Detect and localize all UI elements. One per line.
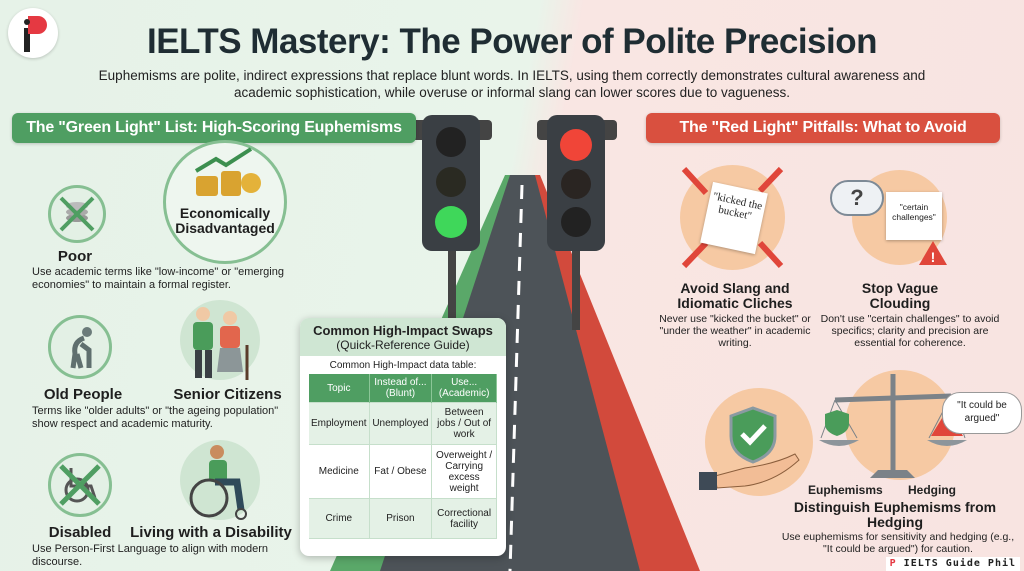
blunt-term-0: Poor: [57, 248, 93, 265]
green-traffic-light-icon: [412, 115, 492, 251]
table-cell: Medicine: [309, 444, 370, 499]
table-row: Crime Prison Correctional facility: [309, 498, 497, 539]
table-cell: Employment: [309, 402, 370, 445]
red-title-2: Distinguish Euphemisms from Hedging: [793, 499, 997, 530]
polite-term-2: Living with a Disability: [130, 524, 292, 541]
page-subtitle: Euphemisms are polite, indirect expressi…: [98, 68, 926, 100]
red-road-edge: [520, 175, 700, 571]
scale-label-euphemisms: Euphemisms: [808, 483, 883, 497]
page-title: IELTS Mastery: The Power of Polite Preci…: [146, 22, 878, 61]
vague-note: "certain challenges": [886, 192, 942, 240]
table-cell: Fat / Obese: [369, 444, 433, 499]
red-title-0: Avoid Slang and Idiomatic Cliches: [677, 280, 793, 311]
senior-citizens-illustration: [180, 300, 260, 380]
table-row: Employment Unemployed Between jobs / Out…: [309, 402, 497, 445]
green-light-pole: [448, 250, 456, 330]
crossed-slang-note-icon: "kicked the bucket": [680, 165, 785, 270]
swaps-table: Topic Instead of... (Blunt) Use... (Acad…: [309, 374, 497, 539]
table-cell: Crime: [309, 498, 370, 539]
blunt-term-1: Old People: [43, 386, 123, 403]
green-desc-0: Use academic terms like "low-income" or …: [32, 266, 284, 291]
column-header: Instead of... (Blunt): [369, 374, 433, 403]
red-light-banner: The "Red Light" Pitfalls: What to Avoid: [646, 113, 1000, 143]
watermark-logo-icon: P: [889, 558, 897, 569]
table-caption: Common High-Impact data table:: [329, 360, 477, 371]
warning-icon: !: [919, 241, 947, 265]
table-title: Common High-Impact Swaps: [313, 323, 493, 338]
hedging-speech-bubble: "It could be argued": [942, 392, 1022, 434]
red-light-pole: [572, 250, 580, 330]
column-header: Topic: [309, 374, 370, 403]
table-cell: Correctional facility: [431, 498, 497, 539]
balance-scale-icon: [819, 370, 967, 480]
red-desc-0: Never use "kicked the bucket" or "under …: [659, 313, 811, 349]
brand-logo: [8, 8, 58, 58]
shield-hand-icon: [699, 388, 813, 496]
swaps-reference-card: Common High-Impact Swaps (Quick-Referenc…: [300, 318, 506, 556]
red-desc-2: Use euphemisms for sensitivity and hedgi…: [781, 531, 1015, 555]
road-lane-marking: [508, 184, 524, 571]
table-cell: Between jobs / Out of work: [431, 402, 497, 445]
growth-chart-icon: [194, 147, 261, 196]
old-person-icon: [48, 315, 112, 379]
red-title-1: Stop Vague Clouding: [861, 280, 939, 311]
blunt-term-2: Disabled: [48, 524, 112, 541]
table-cell: Prison: [369, 498, 433, 539]
table-header-row: Topic Instead of... (Blunt) Use... (Acad…: [309, 374, 497, 403]
scale-label-hedging: Hedging: [908, 483, 956, 497]
table-subtitle: (Quick-Reference Guide): [336, 338, 470, 352]
green-desc-1: Terms like "older adults" or "the ageing…: [32, 405, 279, 430]
crossed-coins-icon: [48, 185, 106, 243]
table-cell: Unemployed: [369, 402, 433, 445]
green-light-banner: The "Green Light" List: High-Scoring Eup…: [12, 113, 416, 143]
polite-term-1: Senior Citizens: [173, 386, 282, 403]
economically-disadvantaged-badge: Economically Disadvantaged: [163, 140, 287, 264]
svg-text:!: !: [931, 249, 936, 265]
watermark-text: IELTS Guide Phil: [903, 558, 1016, 569]
table-row: Medicine Fat / Obese Overweight / Carryi…: [309, 444, 497, 499]
vague-cloud-icon: ? "certain challenges" !: [830, 170, 947, 265]
table-cell: Overweight / Carrying excess weight: [431, 444, 497, 499]
red-traffic-light-icon: [537, 115, 617, 251]
watermark: P IELTS Guide Phil: [885, 557, 1020, 571]
crossed-wheelchair-icon: [48, 453, 112, 517]
column-header: Use... (Academic): [431, 374, 497, 403]
polite-term-0: Economically Disadvantaged: [175, 205, 275, 236]
wheelchair-user-illustration: [180, 440, 260, 520]
green-desc-2: Use Person-First Language to align with …: [32, 543, 269, 568]
red-desc-1: Don't use "certain challenges" to avoid …: [820, 313, 1000, 349]
